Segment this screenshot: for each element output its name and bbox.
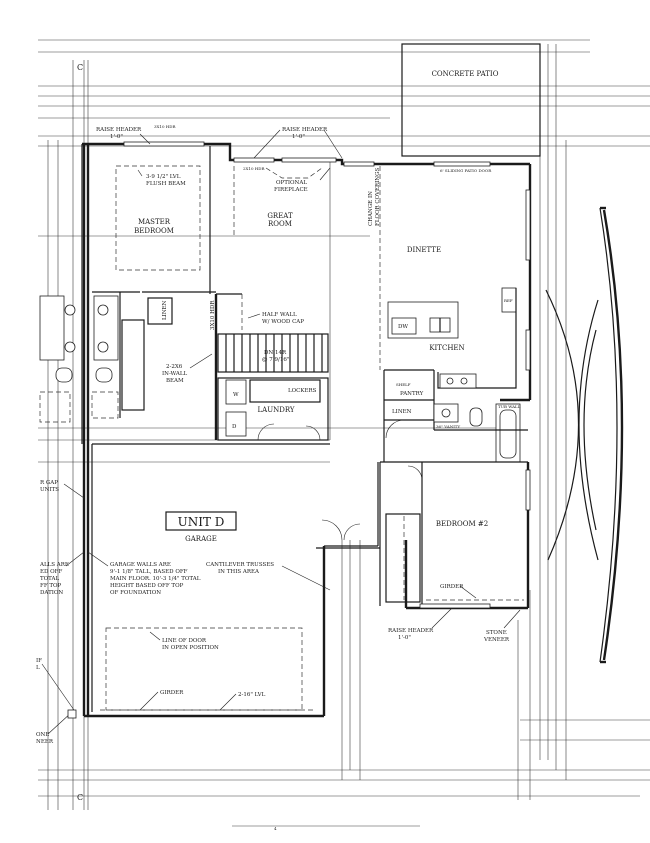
svg-text:PANTRY: PANTRY — [400, 391, 424, 397]
svg-text:@ 7 9/16": @ 7 9/16" — [262, 356, 289, 363]
elevation-arcs — [545, 206, 624, 664]
svg-text:1'-0": 1'-0" — [292, 134, 305, 140]
svg-text:3-9 1/2" LVL: 3-9 1/2" LVL — [146, 174, 181, 180]
svg-text:GARAGE WALLS ARE: GARAGE WALLS ARE — [110, 562, 171, 568]
svg-text:ROOM: ROOM — [268, 220, 292, 228]
svg-text:NEER: NEER — [36, 739, 54, 745]
reference-grid-lines — [38, 39, 650, 810]
svg-text:DW: DW — [398, 324, 408, 330]
raise-header-callouts: RAISE HEADER 1'-0" RAISE HEADER 1'-0" RA… — [96, 127, 453, 641]
svg-text:3X10 HDR: 3X10 HDR — [210, 300, 216, 330]
svg-text:1'-0": 1'-0" — [398, 635, 411, 641]
svg-text:36" VANITY: 36" VANITY — [436, 424, 460, 429]
concrete-patio: CONCRETE PATIO — [401, 43, 541, 157]
svg-text:2X10 HDR: 2X10 HDR — [243, 166, 265, 171]
grid-marker-c: C C — [77, 63, 83, 802]
svg-text:W/ WOOD CAP: W/ WOOD CAP — [262, 319, 304, 325]
laundry: W D LOCKERS LAUNDRY — [217, 377, 329, 441]
svg-text:UNITS: UNITS — [40, 487, 59, 493]
svg-text:BEAM: BEAM — [166, 378, 184, 384]
svg-text:RAISE HEADER: RAISE HEADER — [388, 628, 434, 634]
svg-text:GIRDER: GIRDER — [160, 690, 184, 696]
svg-text:TUB WALL: TUB WALL — [498, 404, 521, 409]
stair: DN 14R @ 7 9/16" HALF WALL W/ WOOD CAP 3… — [162, 293, 329, 440]
svg-text:SHELF: SHELF — [396, 382, 411, 387]
great-room: GREAT ROOM OPTIONAL FIREPLACE — [233, 166, 331, 236]
svg-text:LINEN: LINEN — [392, 409, 412, 415]
svg-text:UNIT D: UNIT D — [178, 515, 225, 529]
svg-text:C: C — [77, 63, 83, 72]
garage: UNIT D GARAGE LINE OF DOOR IN OPEN POSIT… — [39, 443, 380, 712]
svg-text:DATION: DATION — [40, 590, 63, 596]
svg-text:6' SLIDING PATIO DOOR: 6' SLIDING PATIO DOOR — [440, 168, 492, 173]
svg-text:VENEER: VENEER — [483, 637, 510, 643]
svg-text:OPTIONAL: OPTIONAL — [276, 180, 307, 186]
top-headers: 3X10 HDR 2X10 HDR 6' SLIDING PATIO DOOR — [123, 124, 531, 511]
svg-text:FF TOP: FF TOP — [40, 583, 62, 589]
dinette-kitchen: CHANGE IN FLOOR COVERINGS DINETTE DW KIT… — [368, 166, 517, 389]
svg-text:HALF WALL: HALF WALL — [262, 312, 297, 318]
svg-text:CONCRETE PATIO: CONCRETE PATIO — [432, 70, 499, 78]
svg-text:TOTAL: TOTAL — [40, 576, 60, 582]
svg-text:GIRDER: GIRDER — [440, 584, 464, 590]
svg-text:1'-0": 1'-0" — [110, 134, 123, 140]
svg-text:LOCKERS: LOCKERS — [288, 388, 317, 394]
svg-text:MAIN FLOOR. 10'-3 1/4" TOTAL: MAIN FLOOR. 10'-3 1/4" TOTAL — [110, 576, 201, 582]
svg-text:GREAT: GREAT — [267, 212, 293, 220]
svg-text:FIREPLACE: FIREPLACE — [274, 187, 308, 193]
svg-text:IF: IF — [36, 658, 42, 664]
svg-text:LAUNDRY: LAUNDRY — [257, 406, 294, 414]
svg-text:HEIGHT BASED OFF TOP: HEIGHT BASED OFF TOP — [110, 583, 184, 589]
svg-text:2-2X6: 2-2X6 — [166, 364, 183, 370]
svg-text:KITCHEN: KITCHEN — [429, 344, 464, 352]
svg-text:D: D — [232, 424, 237, 430]
svg-text:MASTER: MASTER — [138, 218, 171, 226]
svg-text:RAISE HEADER: RAISE HEADER — [96, 127, 142, 133]
svg-text:STONE: STONE — [486, 630, 507, 636]
svg-text:9'-1 1/8" TALL, BASED OFF: 9'-1 1/8" TALL, BASED OFF — [110, 569, 188, 575]
svg-text:CHANGE IN: CHANGE IN — [368, 191, 374, 226]
svg-text:W: W — [233, 392, 239, 398]
bedroom-2: BEDROOM #2 GIRDER STONE VENEER — [379, 461, 528, 643]
svg-text:BEDROOM #2: BEDROOM #2 — [436, 520, 488, 528]
svg-text:C: C — [77, 793, 83, 802]
svg-text:IN-WALL: IN-WALL — [162, 371, 188, 377]
svg-text:LINEN: LINEN — [162, 300, 168, 320]
svg-text:L: L — [36, 665, 40, 671]
svg-text:R GAP: R GAP — [40, 480, 58, 486]
page-footer: 4 — [232, 825, 420, 831]
svg-text:FLUSH BEAM: FLUSH BEAM — [146, 181, 186, 187]
svg-text:3X10 HDR: 3X10 HDR — [154, 124, 176, 129]
svg-text:ONE: ONE — [36, 732, 49, 738]
svg-text:4: 4 — [274, 826, 277, 831]
svg-text:ED OFF: ED OFF — [40, 569, 62, 575]
svg-text:DINETTE: DINETTE — [407, 246, 441, 254]
svg-text:GARAGE: GARAGE — [185, 535, 217, 543]
master-bath: LINEN — [39, 291, 173, 423]
svg-text:FLOOR COVERINGS: FLOOR COVERINGS — [375, 167, 381, 226]
svg-text:CANTILEVER TRUSSES: CANTILEVER TRUSSES — [206, 562, 274, 568]
svg-text:IN THIS AREA: IN THIS AREA — [218, 569, 260, 575]
left-edge-notes: IF L ONE NEER — [36, 658, 77, 745]
svg-text:BEDROOM: BEDROOM — [134, 227, 174, 235]
master-bedroom: MASTER BEDROOM 3-9 1/2" LVL FLUSH BEAM — [81, 144, 216, 444]
svg-text:ALLS ARE: ALLS ARE — [39, 562, 69, 568]
svg-text:2-16" LVL: 2-16" LVL — [238, 692, 266, 698]
svg-text:IN OPEN POSITION: IN OPEN POSITION — [162, 645, 219, 651]
svg-text:LINE OF DOOR: LINE OF DOOR — [162, 638, 207, 644]
svg-text:RAISE HEADER: RAISE HEADER — [282, 127, 328, 133]
svg-text:REF: REF — [504, 298, 513, 303]
svg-text:OF FOUNDATION: OF FOUNDATION — [110, 590, 161, 596]
svg-text:DN 14R: DN 14R — [264, 350, 287, 356]
pantry-linen-bath: PANTRY SHELF LINEN 36" VANITY TUB WALL — [383, 369, 528, 481]
